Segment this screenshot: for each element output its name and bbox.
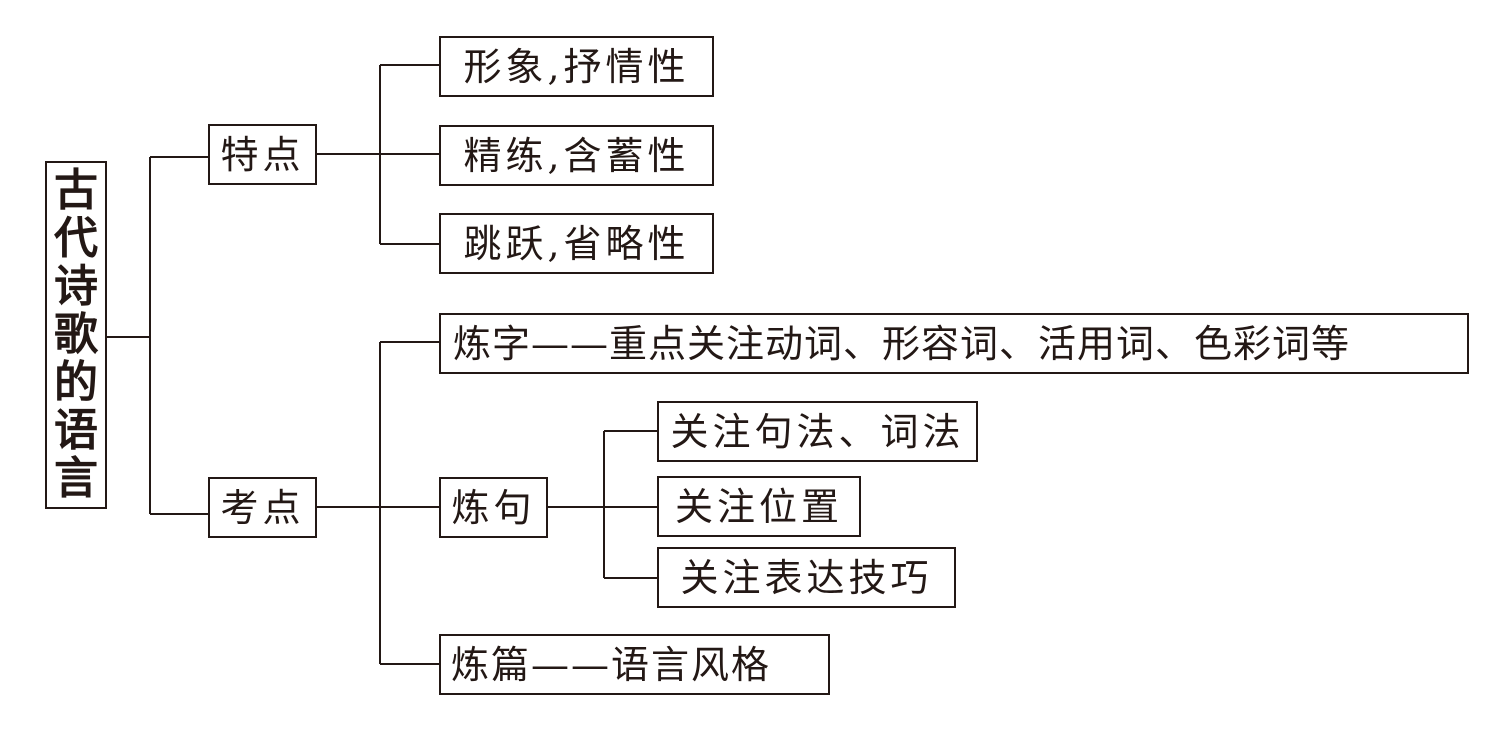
exam-node: 考点 bbox=[208, 477, 317, 538]
root-char: 代 bbox=[54, 213, 98, 264]
lianpian-node: 炼篇——语言风格 bbox=[439, 634, 830, 695]
root-char: 言 bbox=[54, 453, 98, 504]
feature-item-3: 跳跃,省略性 bbox=[439, 213, 714, 274]
root-node: 古 代 诗 歌 的 语 言 bbox=[45, 161, 107, 509]
root-char: 语 bbox=[54, 405, 98, 456]
root-char: 歌 bbox=[54, 309, 98, 360]
root-char: 古 bbox=[54, 165, 98, 216]
lianju-node: 炼句 bbox=[439, 477, 548, 538]
root-char: 的 bbox=[54, 357, 98, 408]
lianzi-node: 炼字——重点关注动词、形容词、活用词、色彩词等 bbox=[439, 313, 1469, 374]
lianju-item-2: 关注位置 bbox=[657, 476, 861, 537]
feature-item-2: 精练,含蓄性 bbox=[439, 125, 714, 186]
lianju-item-1: 关注句法、词法 bbox=[657, 401, 978, 462]
features-node: 特点 bbox=[208, 124, 317, 185]
feature-item-1: 形象,抒情性 bbox=[439, 36, 714, 97]
root-char: 诗 bbox=[54, 261, 98, 312]
lianju-item-3: 关注表达技巧 bbox=[657, 547, 956, 608]
